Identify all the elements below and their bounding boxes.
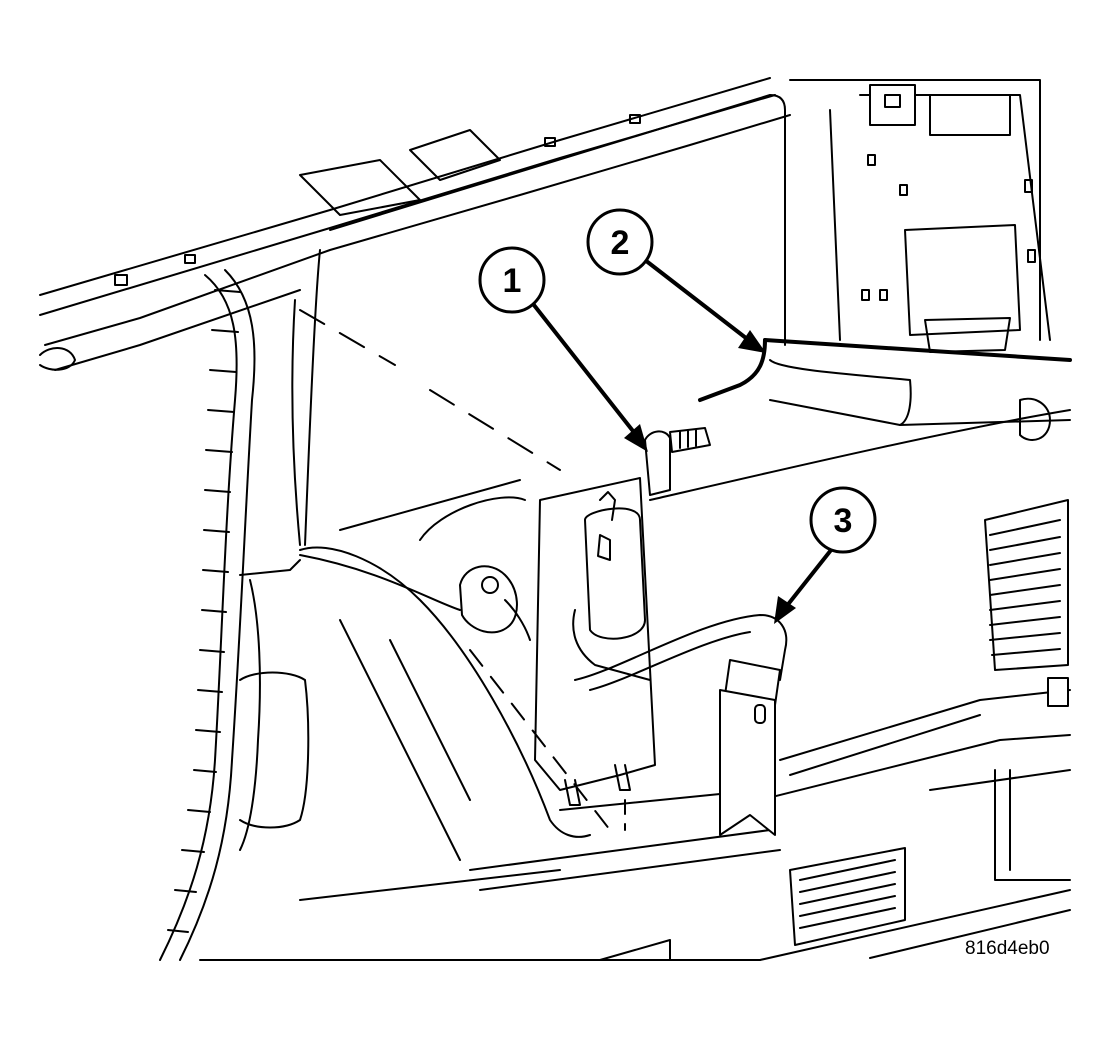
quarter-trim-panel: [599, 397, 1071, 961]
callout-1: 1: [478, 246, 546, 314]
callout-2: 2: [586, 208, 654, 276]
seat-belt: [574, 614, 788, 836]
leader-arrows: [528, 258, 837, 624]
window-frame: [291, 94, 786, 546]
callout-2-label: 2: [611, 224, 630, 262]
pillar-weatherstrip: [159, 269, 256, 961]
rear-opening: [789, 79, 1051, 353]
roof-rail: [39, 77, 791, 371]
callout-1-label: 1: [503, 262, 522, 300]
upper-trim-panel: [698, 338, 1072, 426]
b-pillar-trim: [534, 427, 711, 806]
belt-anchor: [299, 479, 531, 641]
callout-3-label: 3: [834, 502, 853, 540]
figure-id: 816d4eb0: [965, 938, 1050, 959]
install-guide-lines: [299, 309, 626, 831]
callout-3: 3: [809, 486, 877, 554]
